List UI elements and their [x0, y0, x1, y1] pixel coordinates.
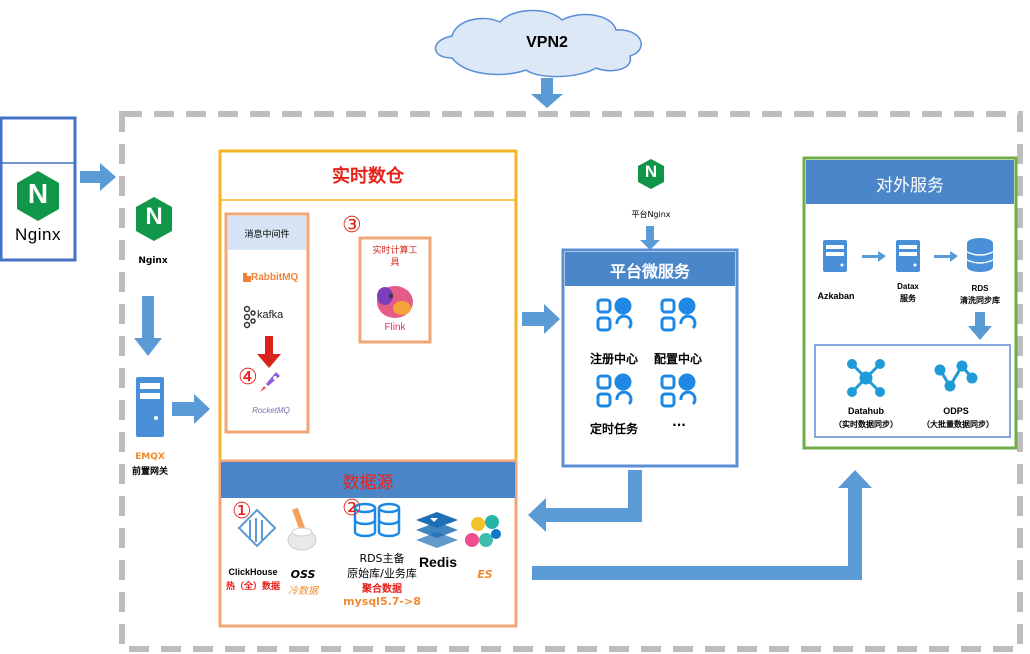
datahub-desc: （实时数据同步）	[834, 420, 898, 429]
datasource-title: 数据源	[342, 473, 394, 493]
arrow-cloud-down	[531, 78, 563, 108]
oss-name: OSS	[290, 568, 316, 581]
platform-item-config: 配置中心	[653, 352, 702, 366]
gateway-nginx-letter: N	[145, 203, 163, 230]
rabbitmq-label: RabbitMQ	[251, 272, 299, 283]
odps-desc: （大批量数据同步）	[922, 420, 994, 429]
nginx-hex-icon	[17, 171, 59, 221]
rds-line2: 原始库/业务库	[347, 567, 417, 580]
compute-title-line2: 具	[390, 258, 400, 268]
rds-line1: RDS主备	[359, 552, 405, 565]
flink-label: Flink	[384, 322, 406, 333]
datax-server-icon	[896, 240, 920, 272]
rocketmq-icon	[260, 372, 280, 392]
rocketmq-label: RocketMQ	[252, 406, 290, 415]
rds-sync-label-line2: 清洗同步库	[960, 296, 1000, 305]
clickhouse-desc: 热（全）数据	[225, 582, 280, 592]
arrow-azkaban-datax	[862, 251, 886, 262]
kafka-label: kafka	[257, 309, 284, 321]
marker-1: ①	[232, 499, 252, 524]
arrow-platform-nginx-down	[640, 226, 660, 250]
left-nginx-letter: N	[27, 178, 49, 209]
nginx-hex-icon	[638, 159, 664, 189]
datax-label-line1: Datax	[897, 282, 919, 291]
rabbitmq-icon	[243, 273, 251, 282]
azkaban-server-icon	[823, 240, 847, 272]
azkaban-label: Azkaban	[817, 291, 855, 301]
redis-icon	[416, 512, 458, 548]
rds-line3: 聚合数据	[362, 584, 402, 595]
kafka-icon	[243, 305, 256, 329]
mq-box-title: 消息中间件	[244, 230, 290, 240]
vpn-label: VPN2	[526, 34, 568, 51]
es-name: ES	[477, 568, 493, 581]
platform-title: 平台微服务	[609, 262, 690, 281]
arrow-emqx-right	[172, 394, 210, 424]
left-nginx-label: Nginx	[15, 225, 61, 244]
oss-icon	[287, 507, 317, 551]
service-icon-scheduler	[596, 373, 633, 408]
odps-icon	[934, 360, 978, 392]
arrow-left-nginx-right	[80, 163, 116, 191]
marker-4-text: ④	[238, 365, 258, 390]
rds-db-icon	[966, 238, 994, 272]
datahub-name: Datahub	[848, 406, 884, 416]
mq-box	[224, 212, 310, 434]
platform-item-more: ···	[672, 418, 686, 432]
marker-4: ④	[238, 365, 260, 390]
platform-nginx-logo: N	[637, 158, 665, 190]
realtime-dw-title: 实时数仓	[332, 166, 404, 187]
outer-dashed-boundary	[119, 111, 1023, 652]
arrow-platform-to-datasource	[528, 470, 642, 532]
platform-nginx-letter: N	[644, 162, 658, 181]
clickhouse-icon	[237, 508, 277, 548]
vpn-cloud-shape	[434, 9, 642, 78]
rds-cylinders-icon	[353, 502, 401, 538]
arrow-rds-down	[968, 312, 992, 340]
flink-icon	[377, 286, 413, 318]
rds-line4: mysql5.7->8	[343, 595, 421, 608]
left-nginx-logo: N	[15, 170, 61, 222]
datax-label-line2: 服务	[900, 294, 916, 303]
oss-desc: 冷数据	[288, 586, 318, 597]
service-icon-registry	[596, 297, 633, 332]
gateway-nginx-label: Nginx	[138, 256, 168, 266]
service-icon-more	[660, 373, 697, 408]
datahub-icon	[847, 359, 885, 397]
compute-title-line1: 实时计算工	[372, 246, 418, 256]
clickhouse-name: ClickHouse	[228, 567, 278, 577]
platform-nginx-label: 平台Nginx	[631, 210, 671, 219]
es-icon	[465, 515, 501, 547]
platform-item-scheduler: 定时任务	[589, 422, 638, 436]
service-icon-config	[660, 297, 697, 332]
emqx-label: 前置网关	[131, 467, 168, 477]
red-arrow-down	[257, 336, 281, 368]
emqx-server-icon	[136, 377, 164, 437]
rds-sync-label-line1: RDS	[971, 284, 989, 293]
gateway-nginx-logo: N	[134, 196, 174, 242]
arrow-nginx-down	[134, 296, 162, 356]
marker-3: ③	[342, 213, 362, 238]
arrow-dw-to-platform	[522, 304, 560, 334]
redis-name: Redis	[418, 554, 458, 570]
emqx-name: EMQX	[135, 452, 165, 462]
external-title: 对外服务	[876, 176, 944, 196]
arrow-datax-rds	[934, 251, 958, 262]
arrow-datasource-to-external	[532, 470, 872, 580]
marker-2: ②	[342, 496, 362, 521]
platform-item-registry: 注册中心	[589, 352, 638, 366]
nginx-hex-icon	[136, 197, 172, 241]
odps-name: ODPS	[943, 406, 969, 416]
